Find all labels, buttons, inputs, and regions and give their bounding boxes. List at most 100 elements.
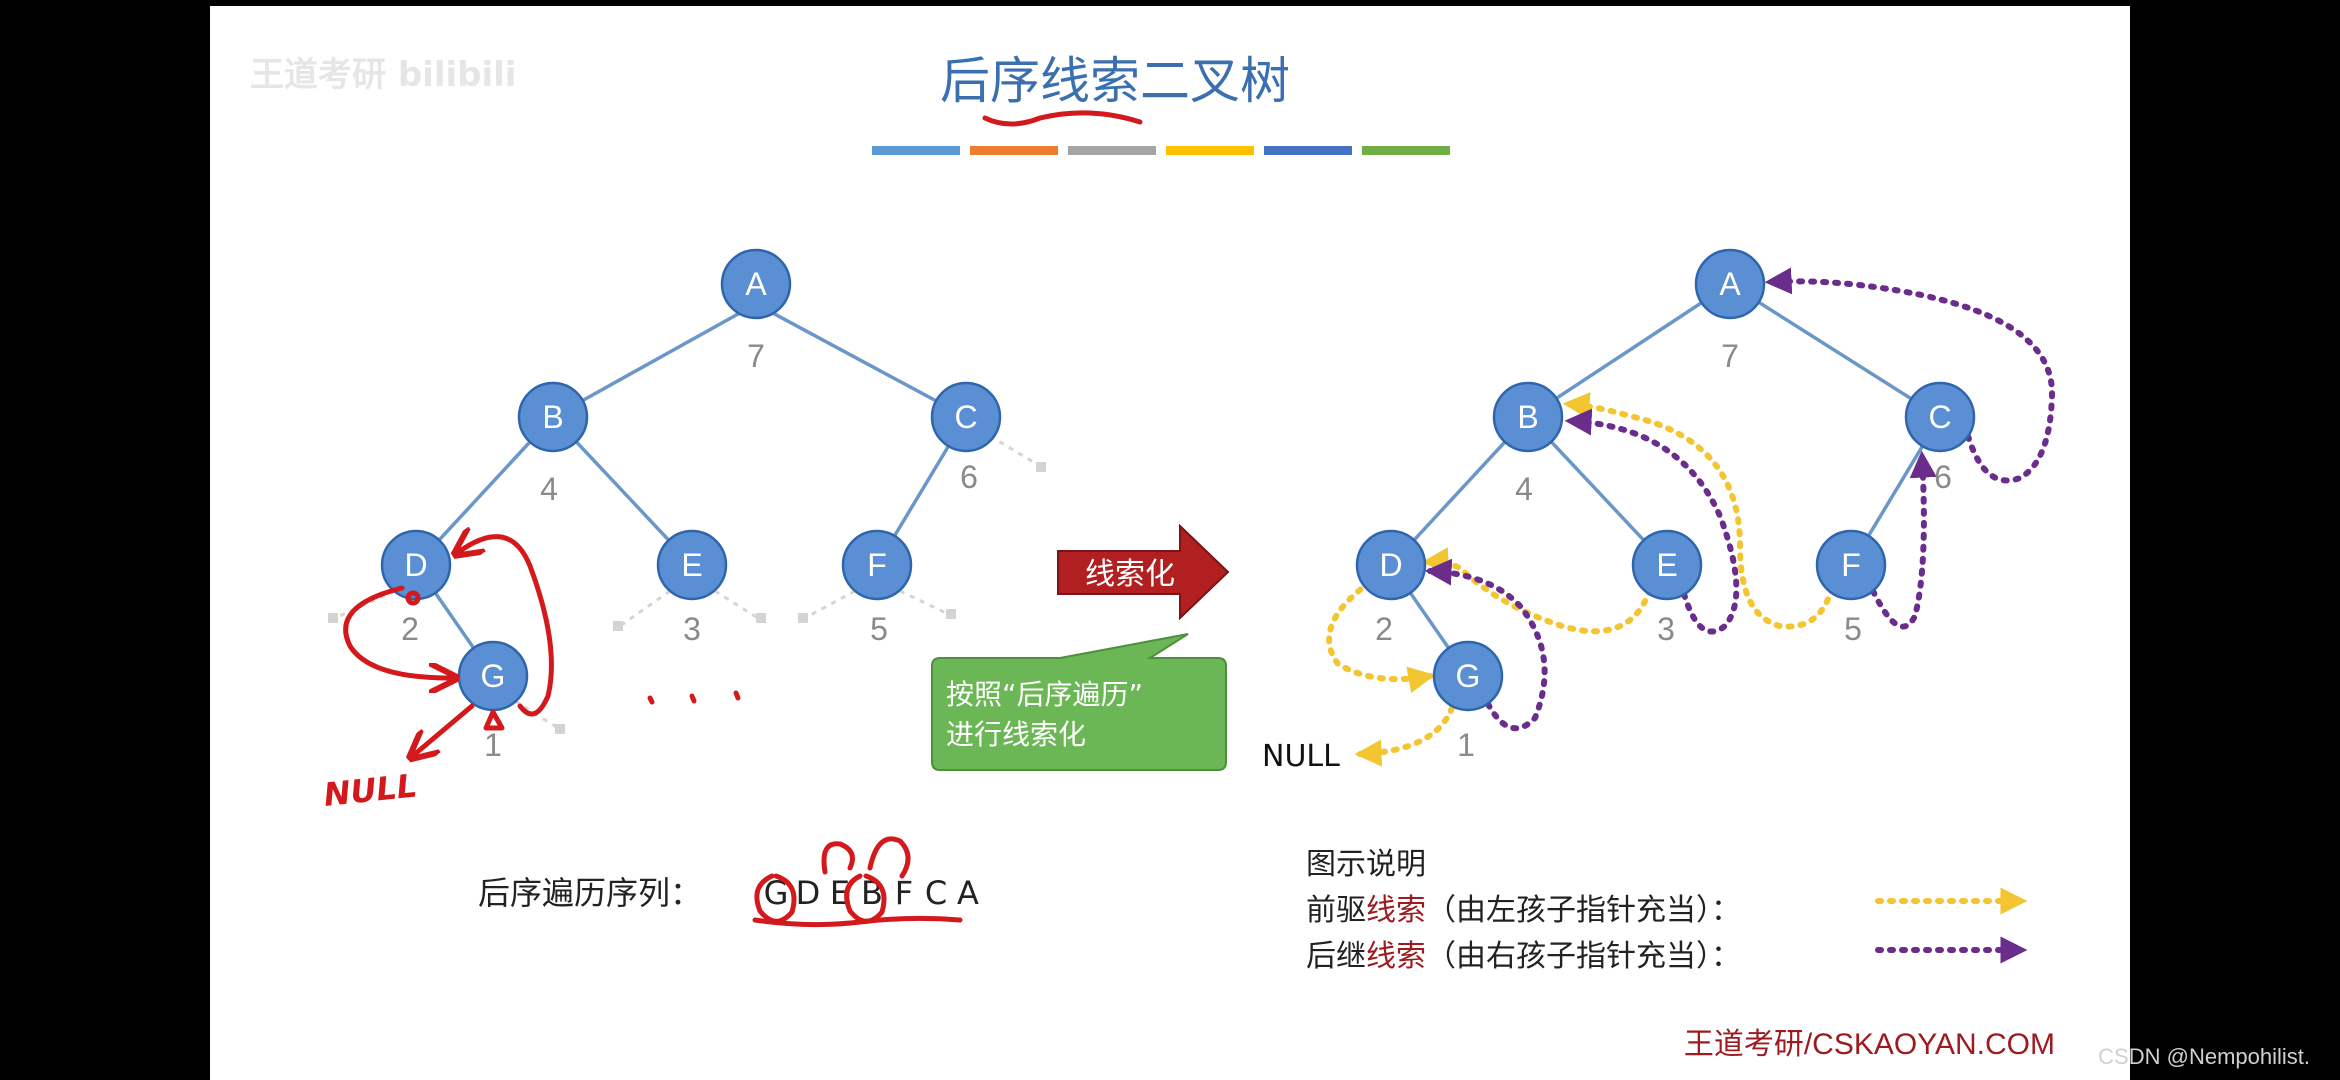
ink-arrow-to-null [415,703,475,754]
null-square [798,613,808,623]
null-square [328,613,338,623]
legend-pred: 前驱线索（由左孩子指针充当）： [1306,893,1741,928]
node-label: E [1656,547,1677,583]
ink-null-text: NULL [322,766,419,814]
edge-A-B [1527,282,1731,419]
node-order: 3 [1657,611,1675,647]
node-label: D [1379,547,1402,583]
node-label: A [745,266,767,302]
sequence-item: D [796,874,821,912]
right-tree: A 7 B 4 C 6 D 2 E 3 F 5 G 1 NULL [1262,248,2056,774]
threading-arrow: 线索化 [1057,523,1230,621]
title-color-bar [1362,146,1450,155]
sequence-item: F [895,874,913,912]
node-order: 3 [683,611,701,647]
left-node-F: F [841,529,913,601]
node-order: 4 [1515,471,1533,507]
title-color-bar [872,146,960,155]
succ-thread-E-B [1564,408,1740,635]
ink-dots [647,690,741,705]
edge-A-C [1729,282,1941,419]
edge-A-B [552,302,757,419]
null-square [1036,462,1046,472]
null-square [756,613,766,623]
pred-thread-G-null [1354,705,1455,767]
title-color-bar [1166,146,1254,155]
node-order: 5 [1844,611,1862,647]
node-order: 1 [484,727,502,763]
legend-succ-suffix: （由右孩子指针充当）： [1426,939,1741,974]
ink-curve-D-to-G [343,585,450,678]
watermark: 王道考研 bilibili [250,55,516,95]
node-label: A [1719,266,1741,302]
ink-underline [752,915,963,928]
title-color-bar [1068,146,1156,155]
edge-A-C [755,302,967,419]
ink-small-circle [405,590,421,606]
node-order: 6 [960,459,978,495]
legend: 图示说明 前驱线索（由左孩子指针充当）： 后继线索（由右孩子指针充当）： [1306,847,2028,974]
page-title: 后序线索二叉树 [940,52,1290,110]
ink-loop-G-to-D [460,537,554,717]
node-order: 4 [540,471,558,507]
node-order: 6 [1934,459,1952,495]
right-node-A: A [1694,248,1766,320]
succ-thread-F-C [1870,450,1937,630]
null-stub [804,589,856,620]
left-tree: A 7 B 4 C 6 D 2 E 3 F 5 G 1 NULL [322,248,1046,814]
ink-loop-2 [867,836,911,879]
title-color-bars [872,146,1450,155]
right-node-G: G [1432,640,1504,712]
right-node-D: D [1355,529,1427,601]
node-order: 5 [870,611,888,647]
pred-thread-E-D [1421,547,1653,635]
null-square [613,621,623,631]
node-label: E [681,547,702,583]
callout: 按照“后序遍历” 进行线索化 [931,633,1227,771]
node-label: F [867,547,887,583]
slide-canvas: 王道考研 bilibili 后序线索二叉树 A 7 B 4 C [250,52,2056,1061]
null-square [555,724,565,734]
node-label: G [1456,658,1481,694]
threading-arrow-label: 线索化 [1085,557,1175,592]
legend-pred-suffix: （由左孩子指针充当）： [1426,893,1741,928]
left-node-C: C [930,381,1002,453]
node-label: G [481,658,506,694]
node-label: C [1928,399,1951,435]
csdn-watermark: CSDN @Nempohilist. [2098,1044,2310,1069]
node-order: 2 [1375,611,1393,647]
pred-thread-F-B [1562,392,1835,630]
null-stub [619,589,671,628]
legend-pred-prefix: 前驱 [1306,893,1366,928]
legend-pred-keyword: 线索 [1366,893,1426,928]
slide: 王道考研 bilibili 后序线索二叉树 A 7 B 4 C [210,6,2130,1080]
title-color-bar [970,146,1058,155]
succ-thread-G-D [1424,558,1548,732]
node-order: 1 [1457,727,1475,763]
node-label: F [1841,547,1861,583]
node-order: 7 [1721,338,1739,374]
left-node-A: A [720,248,792,320]
sequence-item: A [957,874,979,912]
sequence-item: C [925,874,947,912]
slide-footer: 王道考研/CSKAOYAN.COM [1684,1028,2055,1061]
callout-line1: 按照“后序遍历” [946,678,1143,711]
node-order: 7 [747,338,765,374]
succ-thread-C-A [1764,267,2056,484]
legend-succ-keyword: 线索 [1366,939,1426,974]
ink-loop-1 [821,841,855,875]
sequence-label: 后序遍历序列： [478,874,702,912]
title-underline-ink [982,110,1143,127]
right-node-E: E [1631,529,1703,601]
left-node-B: B [517,381,589,453]
null-label: NULL [1262,739,1340,774]
legend-title: 图示说明 [1306,847,1426,882]
node-label: D [404,547,427,583]
null-stub [899,589,949,616]
node-label: B [1517,399,1538,435]
null-stub [714,589,759,620]
right-node-C: C [1904,381,1976,453]
ink-small-triangle [483,709,505,731]
null-stub [989,434,1041,468]
